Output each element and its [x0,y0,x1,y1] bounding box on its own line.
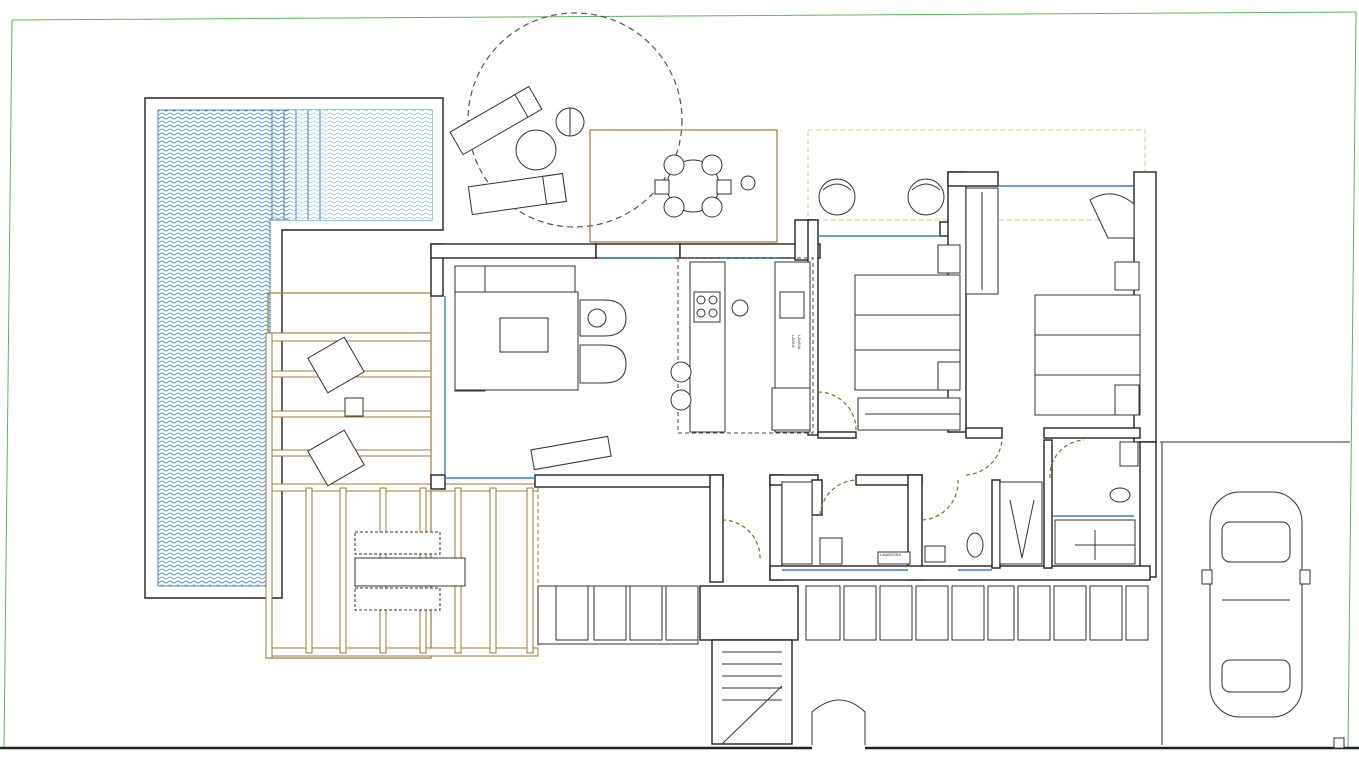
kitchen: LAVAN LAVAVA [670,257,814,434]
pool-steps [271,110,321,220]
carport [1160,441,1350,749]
pool [144,97,444,599]
bathrooms: LAVADORA [721,441,1139,565]
porch [807,129,1146,221]
paving-slabs [537,585,1149,645]
car-icon [1201,491,1311,718]
laundry-label-1: LAVAN [791,335,796,348]
bedroom-2 [965,187,1141,479]
laundry-label-2: LAVAVA [797,335,802,350]
washer-label: LAVADORA [880,552,902,557]
windows [444,185,1134,571]
entrance-stairs [711,639,866,745]
living-room [454,265,627,471]
sun-loungers [449,12,683,228]
house-walls [430,171,1157,583]
terrace-dining [589,129,778,243]
pergola-furniture [307,336,466,611]
bedroom-1 [817,244,961,431]
lot-boundary [0,11,1359,750]
